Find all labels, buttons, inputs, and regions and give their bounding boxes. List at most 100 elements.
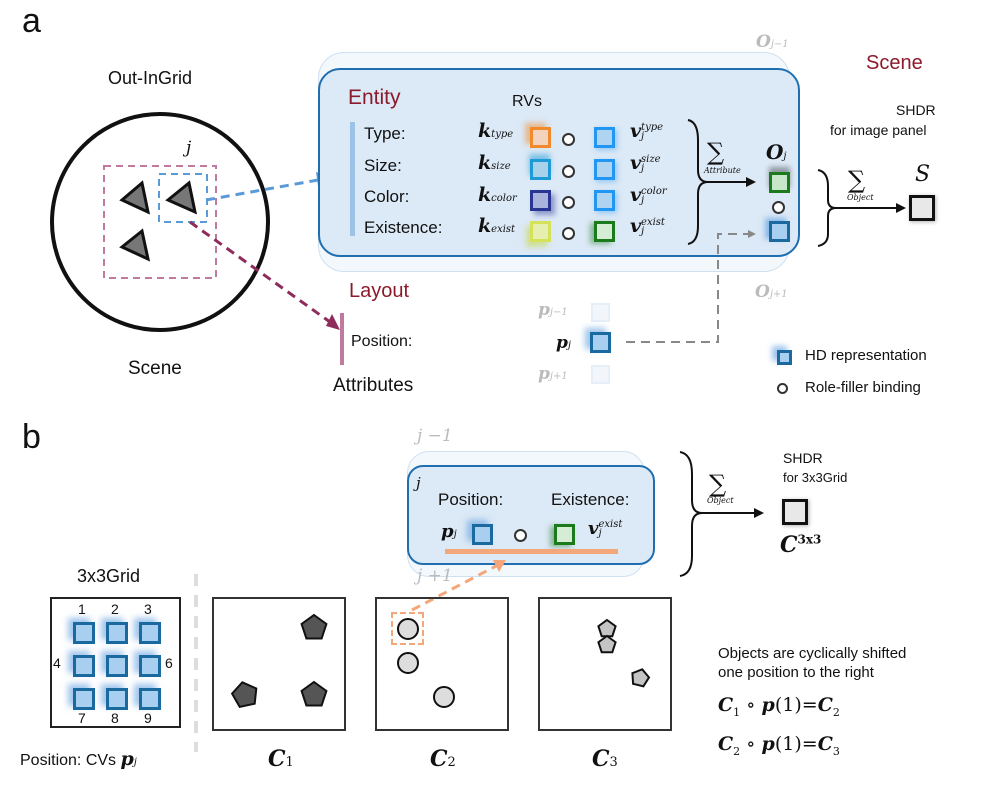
grid-cell-hd-icon: [106, 622, 128, 644]
card-position-hd-icon: [472, 524, 493, 545]
grid-cell-hd-icon: [73, 622, 95, 644]
scene-vector-hd-icon: [909, 195, 935, 221]
card-prev-index: j −1: [417, 426, 453, 446]
key-type-hd-icon: [530, 127, 551, 148]
binding-circle-icon: [777, 383, 788, 394]
grid-cell-hd-icon: [139, 622, 161, 644]
example-panel-c3: [538, 597, 672, 731]
grid-vector-hd-icon: [782, 499, 808, 525]
sum-attribute-label: Attribute: [704, 166, 741, 175]
position-next-label: pj+1: [538, 364, 568, 384]
grid-cell-hd-icon: [73, 688, 95, 710]
value-size-hd-icon: [594, 159, 615, 180]
triangle-object: [119, 228, 151, 262]
attribute-label-color: Color:: [364, 187, 410, 206]
attributes-caption: Attributes: [333, 375, 414, 396]
card-position-label: Position:: [438, 490, 504, 509]
sum-object-symbol: ∑: [848, 166, 866, 194]
key-exist-hd-icon: [530, 221, 551, 242]
scene-vector-label: S: [915, 162, 931, 187]
object-vector-label: Oj: [766, 140, 787, 164]
layout-link-arrow: [189, 220, 331, 324]
object-prev-label: Oj−1: [756, 32, 789, 52]
value-color-hd-icon: [594, 190, 615, 211]
grid-title: 3x3Grid: [77, 566, 141, 586]
layout-bar: [340, 313, 344, 365]
grid-frame: [50, 597, 181, 728]
circle-object: [433, 686, 455, 708]
binding-circle-icon: [772, 201, 785, 214]
position-arrowhead: [748, 230, 756, 238]
object-position-hd-icon: [769, 221, 790, 242]
key-color: kcolor: [478, 184, 517, 206]
highlight-arrowhead: [493, 560, 506, 572]
pentagon-object: [300, 613, 328, 640]
key-color-hd-icon: [530, 190, 551, 211]
sum-attribute-symbol: ∑: [707, 138, 725, 166]
object-index-label: j: [186, 138, 192, 158]
grid-number: 4: [53, 655, 61, 671]
scene-illustration: [50, 112, 340, 332]
layout-arrowhead: [326, 314, 340, 330]
position-prev-label: pj−1: [538, 300, 568, 320]
equation-2: C2 ∘ p(1)=C3: [718, 733, 840, 758]
shdr-title: SHDR: [896, 102, 936, 118]
shift-note-line2: one position to the right: [718, 664, 874, 681]
position-prev-hd-icon: [591, 303, 610, 322]
hd-square-icon: [777, 350, 792, 365]
triangle-object: [119, 180, 151, 215]
object-selection-box: [158, 173, 208, 223]
card-next-index: j +1: [417, 566, 453, 586]
grid-vector-label: C3x3: [780, 532, 822, 558]
grid-sum-label: Object: [707, 496, 734, 505]
grid-number: 2: [111, 601, 119, 617]
grid-number: 1: [78, 601, 86, 617]
grid-number: 8: [111, 710, 119, 726]
grid-arrowhead: [754, 508, 764, 518]
equation-1: C1 ∘ p(1)=C2: [718, 694, 840, 719]
example-panel-c1: [212, 597, 346, 731]
key-size: ksize: [478, 152, 511, 174]
legend-hd-label: HD representation: [805, 347, 927, 364]
panel-c3-label: C3: [592, 746, 618, 772]
legend-binding-label: Role-filler binding: [805, 379, 921, 396]
shift-note-line1: Objects are cyclically shifted: [718, 645, 907, 662]
object-arrowhead: [896, 203, 906, 213]
example-panel-c2: [375, 597, 509, 731]
pentagon-object: [230, 681, 258, 709]
position-label: Position:: [351, 333, 413, 350]
scene-circle: [50, 112, 270, 332]
layout-heading: Layout: [349, 280, 410, 302]
scene-title: Out-InGrid: [108, 68, 193, 88]
shdr-subtitle: for image panel: [830, 122, 927, 138]
card-highlight-bar: [445, 549, 618, 554]
grid-cell-hd-icon: [139, 688, 161, 710]
object-vector-hd-icon: [769, 172, 790, 193]
attribute-label-size: Size:: [364, 156, 402, 175]
card-position-vector: pj: [441, 521, 457, 542]
key-size-hd-icon: [530, 159, 551, 180]
binding-circle-icon: [562, 196, 575, 209]
entity-bar: [350, 122, 355, 236]
entity-card: [318, 68, 800, 257]
entity-link-arrow: [205, 178, 319, 202]
position-current-label: pj: [556, 333, 571, 353]
grid-caption: Position: CVs pj: [20, 748, 137, 770]
panel-c1-label: C1: [268, 746, 294, 772]
highlight-link-arrow: [411, 563, 499, 612]
grid-shdr-title: SHDR: [783, 450, 823, 466]
pentagon-object: [597, 634, 617, 654]
position-card: [407, 465, 655, 565]
panel-b-label: b: [22, 418, 41, 456]
grid-number: 3: [144, 601, 152, 617]
binding-circle-icon: [562, 227, 575, 240]
object-next-label: Oj+1: [755, 282, 788, 302]
pentagon-object: [631, 668, 651, 688]
grid-number: 9: [144, 710, 152, 726]
scene-caption: Scene: [128, 358, 182, 379]
grid-cell-hd-icon: [73, 655, 95, 677]
